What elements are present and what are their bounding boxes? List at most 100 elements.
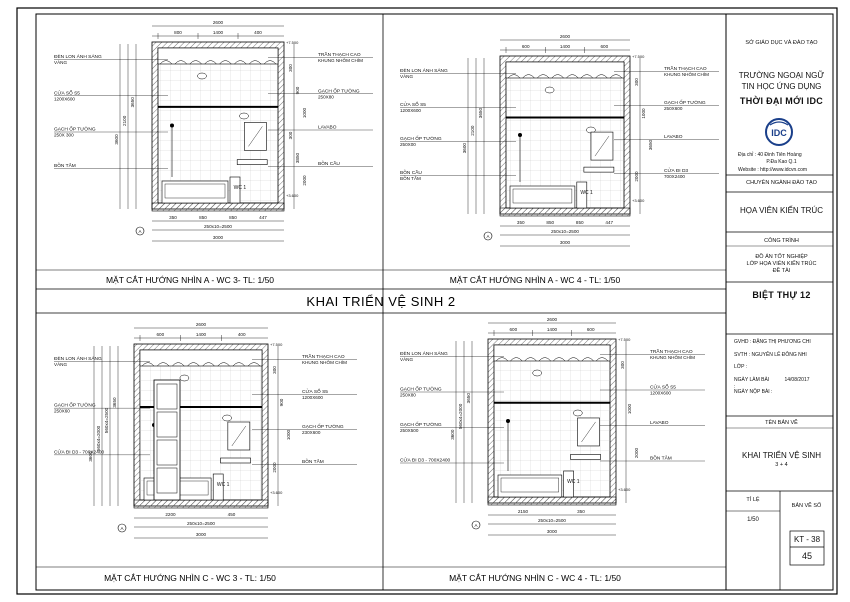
bathtub-rim [512, 188, 573, 204]
tb-address-1: Địa chỉ : 40 Đinh Tiên Hoàng [738, 152, 802, 158]
tb-school-line-3: THỜI ĐẠI MỚI IDC [739, 96, 824, 106]
dim-left: 3650 [478, 108, 483, 119]
label-right-sub: KHUNG NHÔM CHÌM [302, 359, 347, 365]
level-mark: +3.600 [632, 198, 645, 203]
dim-bottom-segment: 2200 [165, 512, 176, 517]
level-mark: +7.500 [618, 337, 631, 342]
dim-top-segment: 600 [587, 327, 595, 332]
ceiling-cove [580, 74, 594, 79]
section-mark-label: A [120, 526, 123, 531]
door-panel [156, 383, 178, 410]
dim-left: 3600 [114, 134, 119, 145]
ceiling-cove [538, 357, 552, 362]
level-mark: +3.600 [618, 487, 631, 492]
label-left-sub: 1200X600 [400, 108, 421, 113]
section-mark-icon [483, 231, 493, 241]
label-left: CỬA ĐI D3 - 700X2400 [54, 448, 105, 455]
dim-right: 1000 [627, 403, 632, 414]
dim-right: 300 [288, 131, 293, 139]
tb-address-2: P.Đa Kao Q.1 [766, 159, 797, 165]
label-right-sub: 1200X600 [650, 391, 671, 396]
tb-date-made-label: NGÀY LÀM BÀI : [734, 377, 770, 390]
dim-bottom-total: 250x10=2500 [551, 229, 579, 234]
dim-right: 1000 [641, 108, 646, 119]
panel-2-caption: MẶT CẮT HƯỚNG NHÌN A - WC 4 - TL: 1/50 [450, 275, 621, 285]
label-right: BỒN TẮM [302, 457, 324, 465]
panel-1-caption: MẶT CẮT HƯỚNG NHÌN A - WC 3- TL: 1/50 [106, 275, 274, 285]
dim-top-segment: 600 [600, 44, 608, 49]
lamp-icon [573, 409, 583, 417]
label-right: TRẦN THẠCH CAO [650, 348, 693, 355]
ceiling-drop [493, 344, 611, 362]
label-left: ĐÈN LON ÁNH SÁNG [400, 350, 448, 357]
label-left-sub: 250X60 [54, 409, 70, 414]
lamp-icon [179, 374, 190, 382]
floor-slab [487, 496, 617, 506]
floor-slab [133, 499, 269, 509]
ceiling-cove [141, 362, 155, 367]
ceiling-cove [566, 74, 579, 79]
label-left: GẠCH ỐP TƯỜNG [54, 126, 96, 133]
label-right: GẠCH ỐP TƯỜNG [664, 99, 706, 106]
dim-bottom-segment: 447 [605, 220, 613, 225]
ceiling-cove [247, 362, 261, 367]
label-left-sub: 250X00 [400, 142, 416, 147]
dim-right: 300 [620, 361, 625, 369]
shower-head [506, 419, 510, 423]
tb-date-submit-label: NGÀY NỘP BÀI : [734, 389, 773, 395]
label-left: BỒN CẦU [400, 169, 422, 176]
tb-website: Website : http://www.idcvn.com [738, 167, 808, 173]
dim-right: 3850 [295, 152, 300, 163]
label-right: LAVABO [664, 134, 683, 140]
label-right-sub: 230X600 [302, 430, 321, 435]
dim-bottom-segment: 350 [517, 220, 525, 225]
toilet [229, 176, 241, 204]
section-mark-icon [135, 226, 145, 236]
dim-bottom-segment: 850 [546, 220, 554, 225]
sheet-main-title: KHAI TRIỂN VỆ SINH 2 [306, 294, 455, 309]
door-panel [156, 411, 178, 438]
mirror-glint [248, 126, 263, 147]
dim-right: 3650 [648, 139, 653, 150]
dim-left: 2100 [470, 125, 475, 136]
label-right-sub: KHUNG NHÔM CHÌM [318, 57, 363, 63]
label-left: ĐÈN LON ÁNH SÁNG [54, 53, 102, 60]
dim-bottom-total: 250x10=2500 [187, 521, 215, 526]
dim-bottom-segment: 447 [259, 215, 267, 220]
ceiling-cove [202, 362, 215, 367]
dim-left: 2100 [122, 115, 127, 126]
tb-project-name: BIỆT THỰ 12 [752, 290, 811, 300]
lavabo [570, 454, 601, 460]
lavabo [583, 166, 615, 173]
dim-bottom-segment: 450 [228, 512, 236, 517]
tb-date-made: 14/08/2017 [784, 377, 810, 383]
label-right: TRẦN THẠCH CAO [664, 65, 707, 72]
ceiling-cove [524, 357, 537, 362]
label-right: LAVABO [650, 420, 669, 426]
lavabo [236, 159, 268, 165]
dim-right: 900 [295, 86, 300, 94]
lamp-icon [532, 369, 542, 377]
dim-left: 560x4=2000 [96, 425, 101, 451]
tb-gvhd: GVHD : ĐẶNG THỊ PHƯƠNG CHI [734, 339, 811, 345]
dim-right: 300 [634, 78, 639, 86]
dim-bottom-total: 250x10=2500 [538, 518, 566, 523]
tb-school-line-2: TIN HỌC ỨNG DỤNG [741, 82, 822, 91]
label-left-sub: 250X80 [400, 393, 416, 398]
label-left-sub: VÀNG [400, 73, 413, 79]
tb-project-line-2: LỚP HỌA VIÊN KIẾN TRÚC [746, 261, 817, 267]
level-mark: +3.600 [270, 490, 283, 495]
dim-top-segment: 800 [174, 30, 182, 35]
panel-4-caption: MẶT CẮT HƯỚNG NHÌN C - WC 4 - TL: 1/50 [449, 573, 621, 583]
ceiling-cove [536, 74, 550, 79]
ceiling-drop [505, 61, 625, 79]
toilet [563, 470, 574, 498]
label-right-sub: 250X600 [664, 106, 683, 111]
dim-top-segment: 1400 [196, 332, 207, 337]
tb-major-heading: CHUYÊN NGÀNH ĐÀO TẠO [746, 180, 817, 186]
section-mark-icon [471, 520, 481, 530]
dim-top-segment: 1400 [547, 327, 558, 332]
level-mark: +7.500 [286, 40, 299, 45]
